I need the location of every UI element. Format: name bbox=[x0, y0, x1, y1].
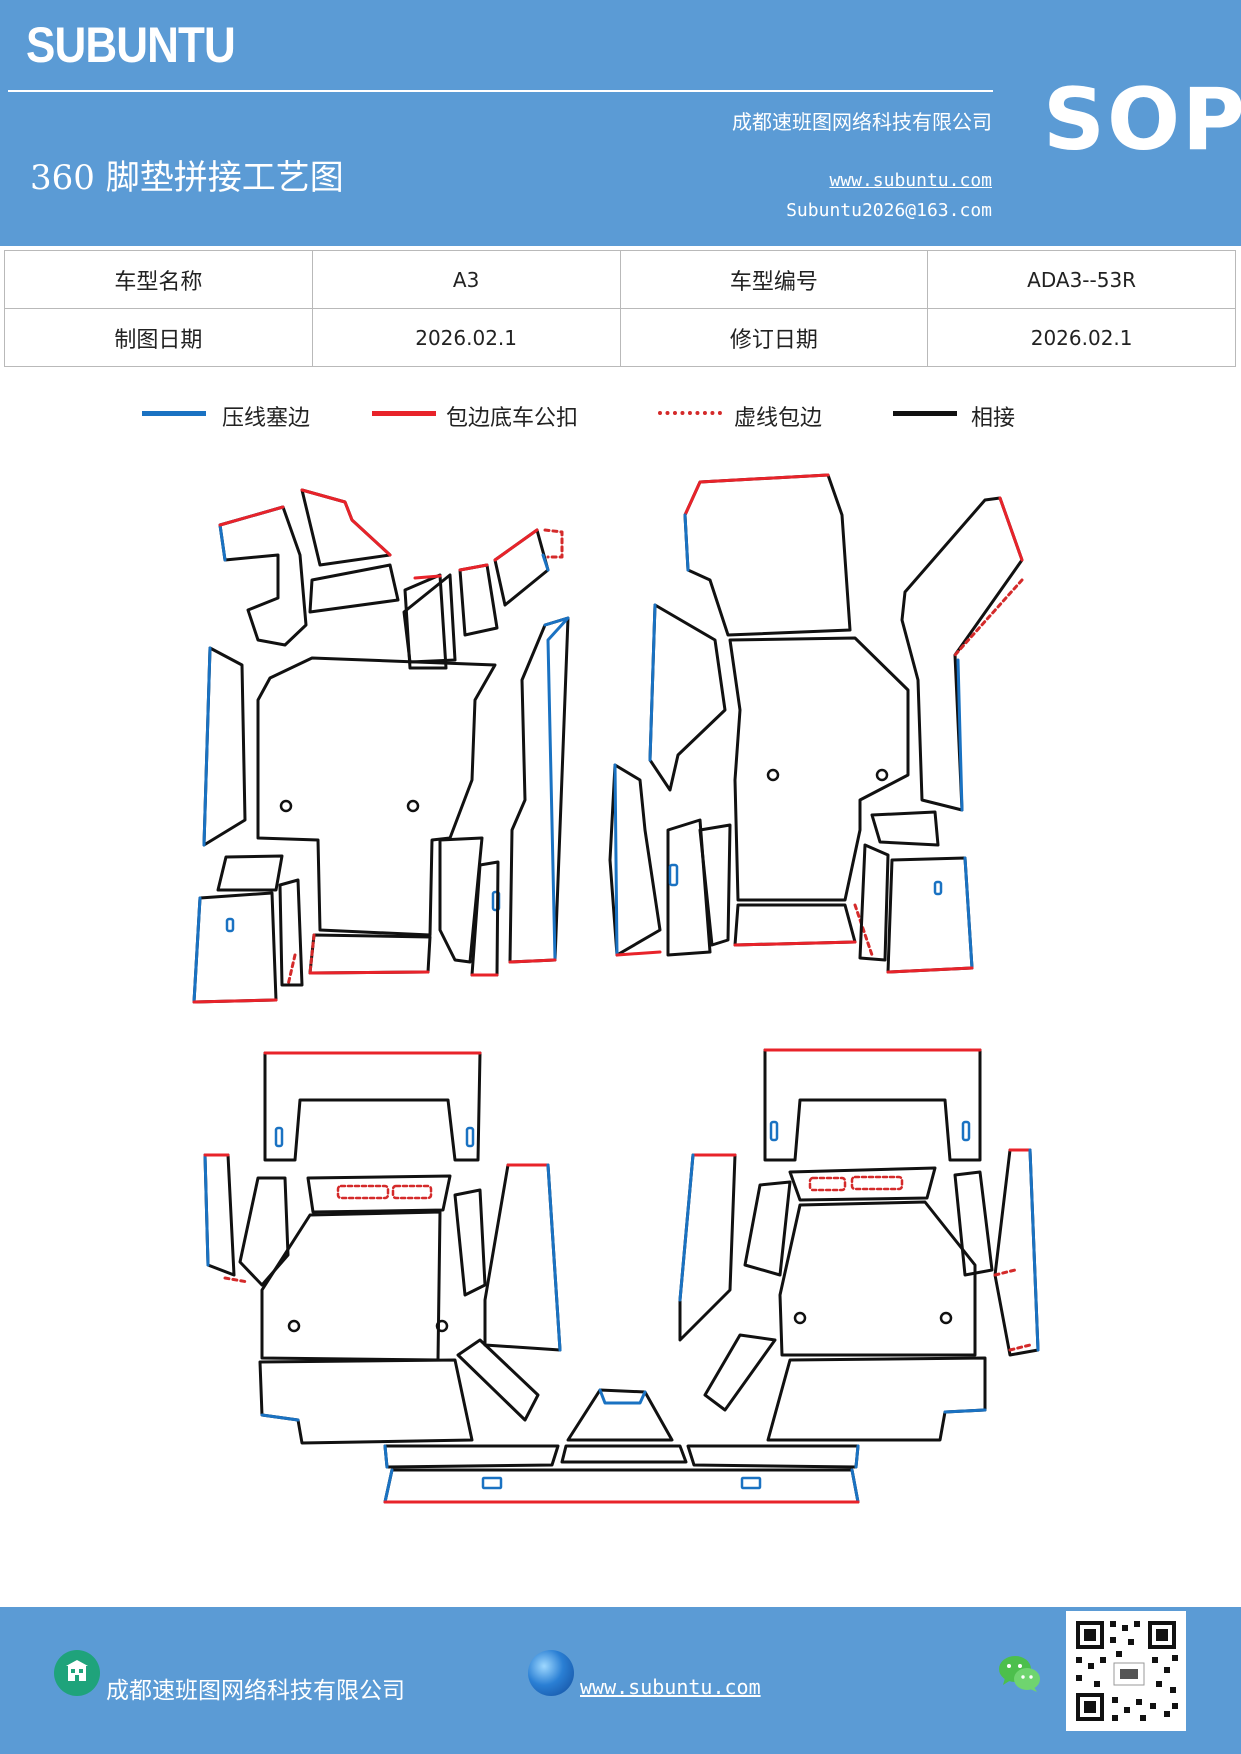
mat-piece bbox=[458, 563, 499, 637]
mat-piece bbox=[203, 1153, 236, 1277]
vehicle-info-table: 车型名称 A3 车型编号 ADA3--53R 制图日期 2026.02.1 修订… bbox=[4, 250, 1236, 367]
model-name-value: A3 bbox=[311, 250, 621, 309]
mat-piece bbox=[278, 878, 304, 987]
legend-label: 相接 bbox=[971, 406, 1016, 431]
revision-date-label: 修订日期 bbox=[619, 308, 929, 367]
mat-piece bbox=[192, 891, 278, 1004]
website-link[interactable]: www.subuntu.com bbox=[829, 170, 992, 191]
mat-front-right bbox=[608, 473, 1024, 974]
header-divider bbox=[8, 90, 993, 92]
mat-piece bbox=[238, 1176, 290, 1287]
mat-rear-right bbox=[678, 1048, 1040, 1442]
document-title: 360 脚垫拼接工艺图 bbox=[30, 158, 344, 198]
model-code-value: ADA3--53R bbox=[927, 250, 1236, 309]
mat-piece bbox=[470, 860, 500, 977]
drawing-date-value: 2026.02.1 bbox=[311, 308, 621, 367]
mat-rear-left bbox=[203, 1051, 562, 1445]
legend-swatch-red-dotted bbox=[658, 411, 722, 415]
model-name-label: 车型名称 bbox=[4, 250, 313, 309]
mat-piece bbox=[306, 1174, 452, 1214]
mat-piece bbox=[218, 505, 308, 647]
mat-piece bbox=[308, 933, 432, 975]
header-banner: SUBUNTU 成都速班图网络科技有限公司 360 脚垫拼接工艺图 www.su… bbox=[0, 0, 1241, 246]
mat-piece bbox=[383, 1444, 560, 1469]
mat-piece bbox=[683, 473, 852, 637]
building-icon bbox=[54, 1650, 100, 1696]
qr-code bbox=[1066, 1611, 1186, 1731]
footer-company-name: 成都速班图网络科技有限公司 bbox=[106, 1678, 405, 1704]
mat-piece bbox=[258, 1358, 474, 1445]
revision-date-value: 2026.02.1 bbox=[927, 308, 1236, 367]
table-row: 制图日期 2026.02.1 修订日期 2026.02.1 bbox=[4, 308, 1236, 367]
globe-icon bbox=[528, 1650, 574, 1696]
mat-piece bbox=[870, 810, 940, 847]
mat-piece bbox=[648, 603, 727, 792]
table-row: 车型名称 A3 车型编号 ADA3--53R bbox=[4, 250, 1236, 309]
floor-mat-diagram bbox=[192, 473, 1040, 1504]
mat-piece bbox=[703, 1333, 777, 1412]
mat-piece bbox=[566, 1388, 674, 1442]
mat-front-left bbox=[192, 488, 570, 1004]
mat-piece bbox=[453, 1188, 487, 1297]
drawing-date-label: 制图日期 bbox=[4, 308, 313, 367]
mat-piece bbox=[728, 636, 910, 902]
mat-piece bbox=[560, 1444, 688, 1464]
mat-piece bbox=[263, 1051, 482, 1162]
mat-piece bbox=[383, 1468, 860, 1504]
mat-piece bbox=[508, 616, 570, 964]
footer-banner: 成都速班图网络科技有限公司 www.subuntu.com bbox=[0, 1607, 1241, 1754]
legend-swatch-black bbox=[893, 411, 957, 416]
mat-piece bbox=[608, 763, 662, 957]
mat-main-panel bbox=[256, 656, 497, 937]
mat-rear-strip bbox=[383, 1388, 860, 1504]
mat-piece bbox=[733, 903, 857, 947]
legend-label: 压线塞边 bbox=[222, 406, 311, 431]
mat-piece bbox=[778, 1200, 977, 1357]
footer-website-link[interactable]: www.subuntu.com bbox=[580, 1675, 761, 1699]
mat-piece bbox=[678, 1153, 737, 1342]
mat-piece bbox=[788, 1166, 937, 1202]
sop-badge: SOP bbox=[1043, 70, 1241, 170]
mat-piece bbox=[666, 818, 712, 957]
mat-piece bbox=[260, 1210, 442, 1362]
mat-piece bbox=[763, 1048, 982, 1162]
model-code-label: 车型编号 bbox=[619, 250, 929, 309]
mat-piece bbox=[438, 836, 484, 964]
mat-piece bbox=[403, 573, 448, 670]
legend-label: 包边底车公扣 bbox=[446, 406, 579, 431]
mat-piece bbox=[886, 856, 974, 974]
legend-swatch-red bbox=[372, 411, 436, 416]
mat-piece bbox=[858, 843, 890, 962]
mat-piece bbox=[698, 823, 732, 947]
mat-piece bbox=[953, 1170, 994, 1277]
legend-label: 虚线包边 bbox=[734, 406, 823, 431]
mat-piece bbox=[308, 563, 400, 614]
wechat-icon[interactable] bbox=[996, 1651, 1044, 1695]
mat-piece bbox=[216, 854, 284, 892]
company-name: 成都速班图网络科技有限公司 bbox=[732, 110, 992, 134]
brand-logo: SUBUNTU bbox=[26, 17, 236, 73]
mat-piece bbox=[456, 1338, 540, 1422]
contact-email: Subuntu2026@163.com bbox=[786, 200, 992, 221]
mat-piece bbox=[686, 1444, 860, 1469]
legend-swatch-blue bbox=[142, 411, 206, 416]
mat-piece bbox=[743, 1180, 792, 1277]
mat-piece bbox=[766, 1356, 987, 1442]
